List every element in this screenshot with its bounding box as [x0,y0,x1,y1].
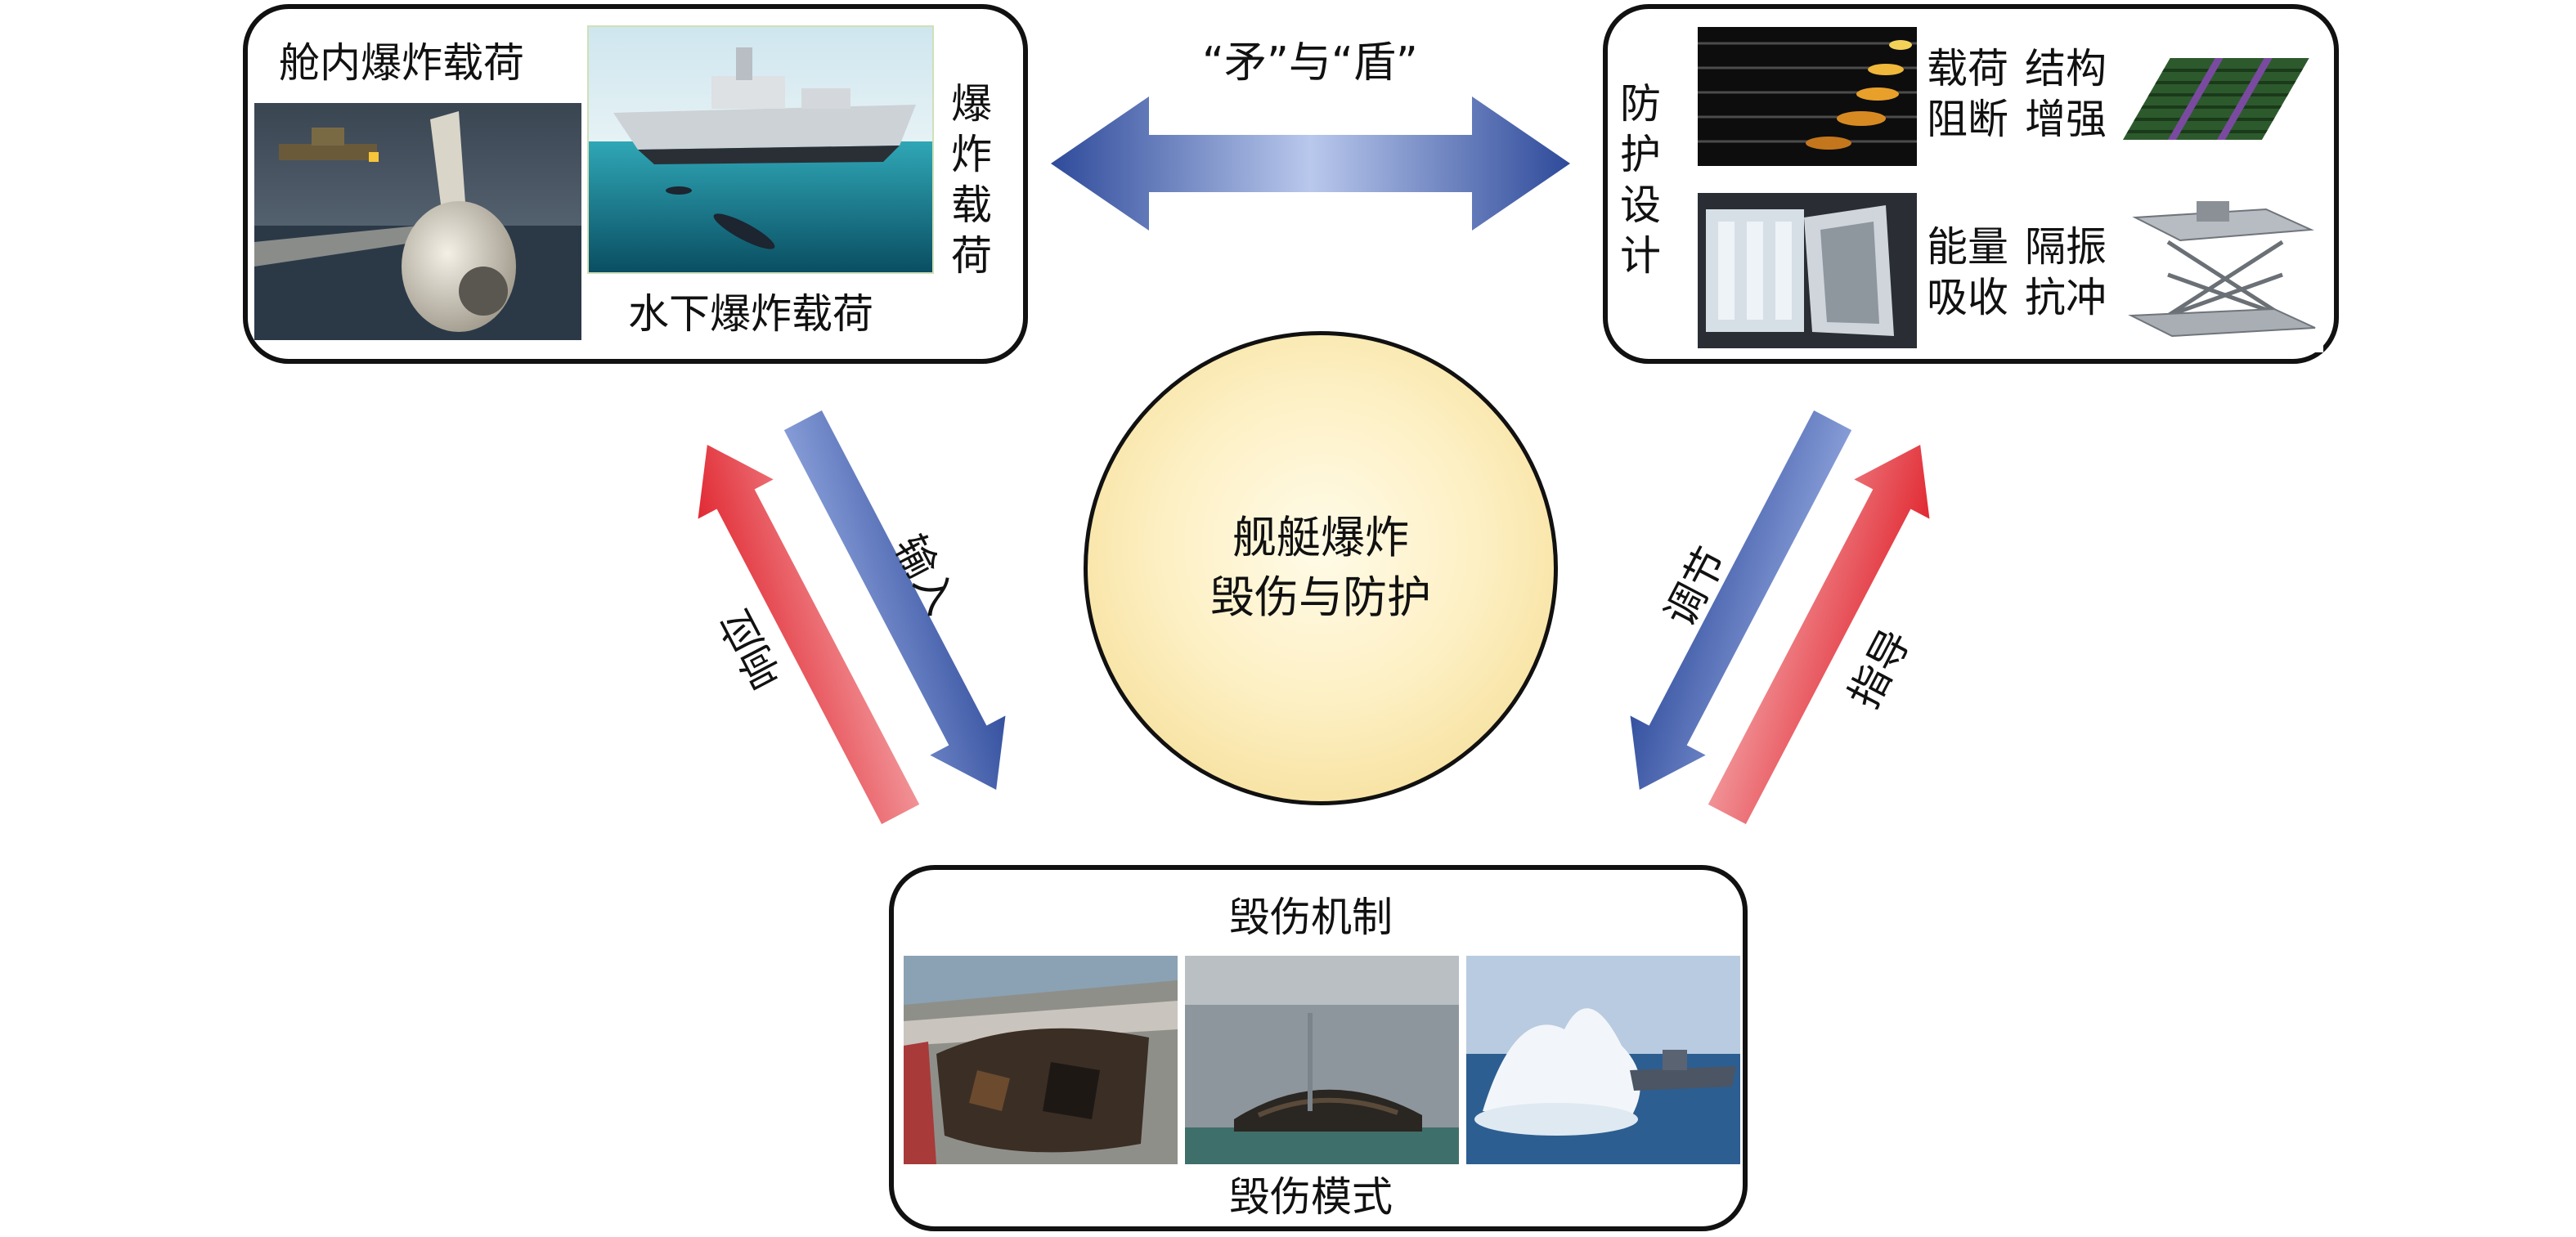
input-label: 输入 [885,527,966,622]
energy-absorb-label: 能量吸收 [1927,223,2008,321]
struct-enhance-image [2119,34,2315,164]
damage-mechanism-label: 毁伤机制 [1229,894,1393,941]
protection-design-panel: 防护设计 载荷阻断 结构增强 [1603,4,2339,364]
internal-load-label: 舱内爆炸载荷 [279,39,524,87]
damage-image-hull-dent [1185,956,1459,1164]
guide-label: 指导 [1839,621,1920,716]
struct-enhance-label: 结构增强 [2025,45,2107,143]
top-arrow-label: “矛”与“盾” [1202,38,1418,87]
load-block-label: 载荷阻断 [1927,45,2008,143]
adjust-arrow [1630,410,1852,790]
center-circle: 舰艇爆炸 毁伤与防护 [1084,331,1558,805]
explosion-load-side-label: 爆炸载荷 [951,80,992,280]
explosion-load-panel: 舱内爆炸载荷 [243,4,1028,364]
damage-mode-label: 毁伤模式 [1229,1173,1393,1221]
input-arrow [783,410,1006,790]
damage-image-underwater-blast [1466,956,1740,1164]
isolation-image [2119,193,2323,352]
isolation-label: 隔振抗冲 [2025,223,2107,321]
underwater-load-label: 水下爆炸载荷 [628,290,873,338]
guide-arrow [1708,445,1930,825]
energy-absorb-image [1698,193,1917,348]
response-label: 响应 [711,602,792,697]
protection-design-side-label: 防护设计 [1620,80,1661,280]
load-block-image [1698,27,1917,166]
underwater-explosion-image [587,25,934,274]
damage-panel: 毁伤机制 毁伤模 [889,865,1748,1231]
adjust-label: 调节 [1655,540,1736,634]
center-title-line1: 舰艇爆炸 [1232,512,1409,564]
internal-explosion-image [254,103,581,340]
top-double-arrow [1051,96,1570,231]
center-title-line2: 毁伤与防护 [1210,571,1431,623]
damage-image-hull-breach [904,956,1178,1164]
